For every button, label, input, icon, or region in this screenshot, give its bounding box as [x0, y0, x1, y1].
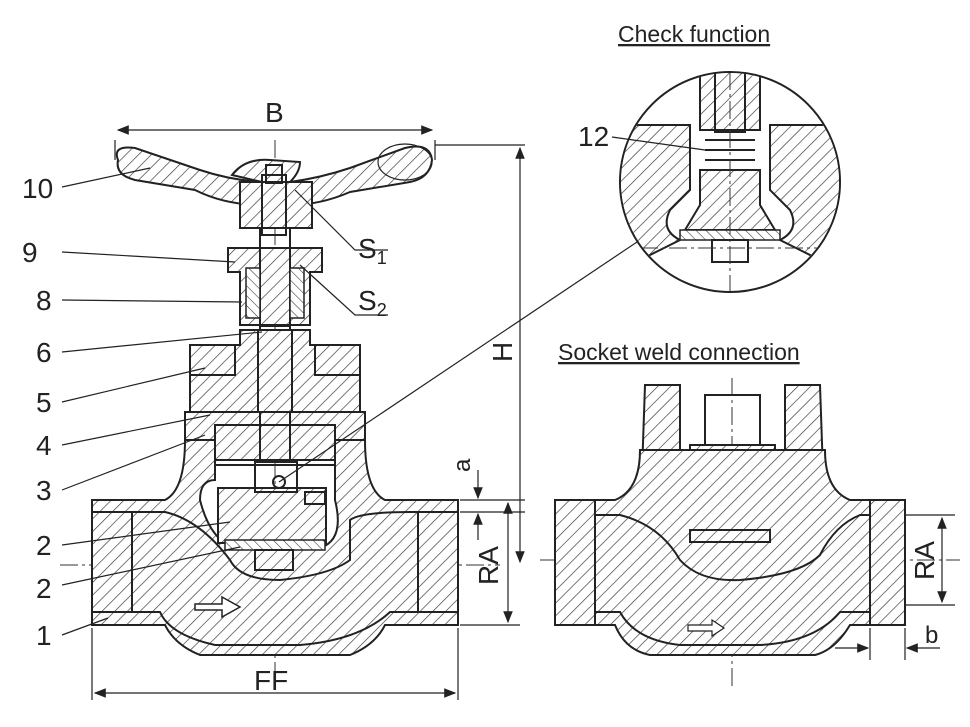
part-label-5: 4: [36, 430, 52, 461]
main-valve-section: [60, 125, 641, 700]
label-S2-sub: 2: [377, 300, 387, 320]
dim-label-H: H: [487, 342, 518, 362]
part-label-1: 1: [36, 620, 52, 651]
title-check-function: Check function: [618, 21, 770, 47]
flow-arrow-icon: [687, 618, 726, 638]
part-label-11: 10: [22, 173, 53, 204]
part-label-10: 9: [22, 237, 38, 268]
label-S2-base: S: [358, 285, 377, 316]
part-label-12: 12: [578, 121, 609, 152]
dim-label-FF: FF: [254, 665, 288, 696]
part-label-4: 3: [36, 475, 52, 506]
flow-arrow-icon: [194, 595, 242, 619]
label-S1: S1: [358, 233, 387, 268]
dim-label-b: b: [925, 622, 938, 649]
dim-label-B: B: [265, 97, 284, 128]
part-label-9: 8: [36, 285, 52, 316]
socket-weld-section: [540, 378, 960, 690]
dim-label-RA-socket: RA: [909, 541, 940, 580]
dim-label-RA-main: RA: [473, 546, 504, 585]
part-label-2b: 2: [36, 573, 52, 604]
label-S1-sub: 1: [377, 248, 387, 268]
check-function-detail: [611, 71, 841, 293]
title-socket-weld: Socket weld connection: [558, 339, 800, 365]
label-S1-base: S: [358, 233, 377, 264]
part-label-6: 5: [36, 387, 52, 418]
part-label-8: 6: [36, 337, 52, 368]
label-S2: S2: [358, 285, 387, 320]
dim-label-a: a: [449, 458, 476, 472]
part-label-3: 2: [36, 530, 52, 561]
